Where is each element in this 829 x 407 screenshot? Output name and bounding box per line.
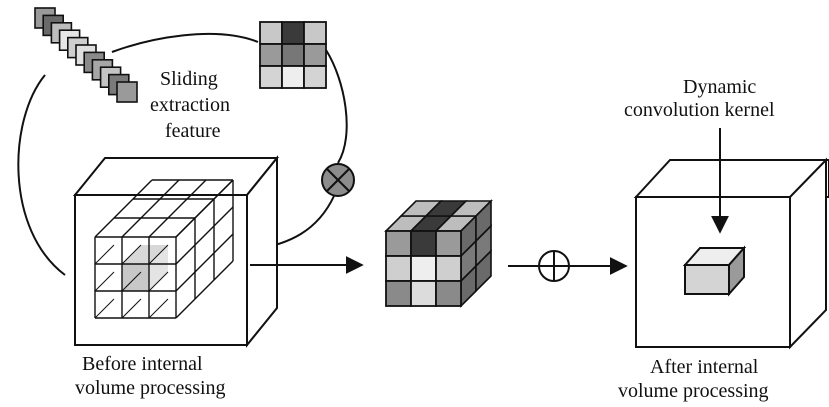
feature-cube-front-cell [435,230,462,257]
feature-cube [384,199,493,308]
lattice-line [175,233,234,292]
feature-cube-front-cell [435,280,462,307]
lattice-line [94,179,153,238]
connector-kernel-to-multiply [325,49,348,164]
sliding-label-line2: extraction [150,94,230,116]
before-label-line2: volume processing [75,377,226,399]
lattice-diagonal [94,298,115,319]
after-label-line1: After internal [650,356,759,378]
kernel-grid [259,21,327,89]
feature-cube-side-cell [475,249,492,293]
lattice-diagonal [148,244,169,265]
kernel-cell [281,21,305,45]
dynamic-label-line2: convolution kernel [624,99,775,121]
kernel-cell [303,43,327,67]
connector-stack-to-cube [17,74,66,276]
highlight-side [149,245,168,291]
dynamic-kernel-block [682,245,747,297]
lattice-diagonal [148,298,169,319]
lattice-diagonal [121,271,142,292]
kernel-cell [259,65,283,89]
dynamic-label-line1: Dynamic [683,76,757,98]
kernel-cell [281,65,305,89]
kernel-cell [303,65,327,89]
lattice-diagonal [121,244,142,265]
feature-cube-front-cell [385,255,412,282]
highlight-top [122,245,168,264]
kernel-cell [259,21,283,45]
feature-tile [116,81,138,103]
lattice-line [175,206,234,265]
inner-voxel-lattice [94,179,234,319]
sliding-label-line1: Sliding [160,68,218,90]
add-operator-icon [538,250,570,282]
lattice-line [121,179,180,238]
multiply-operator-icon [321,163,355,197]
feature-cube-front-cell [410,230,437,257]
feature-cube-front-cell [385,230,412,257]
lattice-diagonal [121,298,142,319]
sliding-label-line3: feature [165,120,221,142]
lattice-line [175,179,234,238]
lattice-diagonal [94,244,115,265]
sliding-feature-stack [34,7,138,103]
feature-cube-front-cell [435,255,462,282]
lattice-line [175,260,234,319]
lattice-diagonal [94,271,115,292]
feature-cube-front-cell [385,280,412,307]
connector-stack-to-kernel [111,32,259,53]
lattice-line [148,179,207,238]
kernel-cell [281,43,305,67]
kernel-cell [259,43,283,67]
feature-cube-front-cell [410,280,437,307]
before-label-line1: Before internal [82,353,203,375]
lattice-diagonal [148,271,169,292]
kernel-cell [303,21,327,45]
feature-cube-front-cell [410,255,437,282]
after-label-line2: volume processing [618,380,769,402]
